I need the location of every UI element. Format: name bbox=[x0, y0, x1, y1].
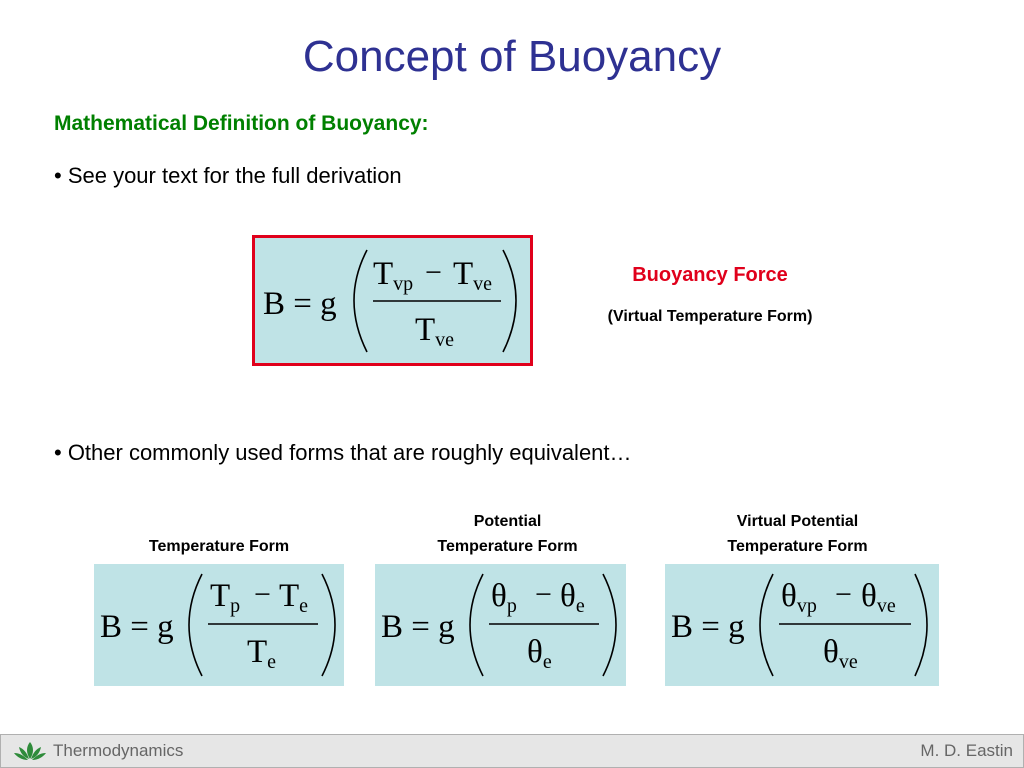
numerator-term-b: θe bbox=[560, 578, 585, 617]
denominator-term: Tve bbox=[415, 312, 454, 351]
minus-sign: − bbox=[835, 578, 852, 611]
temperature-form-equation-box: B = g Tp − Te Te bbox=[94, 564, 344, 686]
numerator-term-b: θve bbox=[861, 578, 896, 617]
potential-temperature-form-equation: B = g θp − θe θe bbox=[381, 573, 617, 677]
buoyancy-equation: B = g Tvp − Tve Tve bbox=[263, 249, 517, 353]
right-paren bbox=[914, 573, 928, 677]
temperature-form-equation: B = g Tp − Te Te bbox=[100, 573, 336, 677]
left-paren bbox=[759, 573, 774, 677]
footer-author: M. D. Eastin bbox=[920, 741, 1013, 760]
label-line: Potential bbox=[473, 513, 542, 530]
footer-course: Thermodynamics bbox=[53, 741, 184, 760]
label-line: Temperature Form bbox=[727, 538, 868, 555]
right-paren bbox=[602, 573, 617, 677]
minus-sign: − bbox=[535, 578, 552, 611]
label-line: Temperature Form bbox=[437, 538, 578, 555]
left-paren bbox=[353, 249, 368, 353]
bullet-other-forms: • Other commonly used forms that are rou… bbox=[54, 440, 632, 465]
slide-title: Concept of Buoyancy bbox=[302, 32, 722, 81]
denominator-term: θe bbox=[527, 634, 552, 673]
right-paren bbox=[321, 573, 336, 677]
denominator-term: Te bbox=[247, 634, 276, 673]
left-paren bbox=[469, 573, 484, 677]
bullet-derivation: • See your text for the full derivation bbox=[54, 163, 402, 188]
potential-temperature-form-label: Potential Temperature Form bbox=[375, 509, 640, 559]
numerator-term-b: Te bbox=[279, 578, 308, 617]
minus-sign: − bbox=[425, 256, 442, 289]
lotus-logo-icon bbox=[14, 742, 46, 760]
equation-lhs: B = g bbox=[381, 609, 455, 645]
potential-temperature-form-equation-box: B = g θp − θe θe bbox=[375, 564, 626, 686]
denominator-term: θve bbox=[823, 634, 858, 673]
slide-footer: Thermodynamics M. D. Eastin bbox=[0, 734, 1024, 768]
virtual-temperature-form-label: (Virtual Temperature Form) bbox=[607, 308, 813, 325]
equation-lhs: B = g bbox=[263, 286, 337, 322]
numerator-term-a: θvp bbox=[781, 578, 817, 617]
section-heading: Mathematical Definition of Buoyancy: bbox=[54, 112, 429, 135]
label-line: Virtual Potential bbox=[736, 513, 859, 530]
virtual-potential-temperature-form-equation-box: B = g θvp − θve θve bbox=[665, 564, 939, 686]
right-paren bbox=[502, 249, 517, 353]
numerator-term-b: Tve bbox=[453, 256, 492, 295]
virtual-potential-temperature-form-label: Virtual Potential Temperature Form bbox=[665, 509, 930, 559]
equation-lhs: B = g bbox=[671, 609, 745, 645]
virtual-potential-temperature-form-equation: B = g θvp − θve θve bbox=[671, 573, 928, 677]
buoyancy-equation-box: B = g Tvp − Tve Tve bbox=[252, 235, 533, 366]
label-line: Temperature Form bbox=[148, 538, 290, 555]
buoyancy-force-label: Buoyancy Force bbox=[632, 264, 788, 286]
equation-lhs: B = g bbox=[100, 609, 174, 645]
temperature-form-label: Temperature Form bbox=[94, 534, 344, 559]
left-paren bbox=[188, 573, 203, 677]
numerator-term-a: θp bbox=[491, 578, 517, 617]
numerator-term-a: Tp bbox=[210, 578, 240, 617]
minus-sign: − bbox=[254, 578, 271, 611]
numerator-term-a: Tvp bbox=[373, 256, 413, 295]
